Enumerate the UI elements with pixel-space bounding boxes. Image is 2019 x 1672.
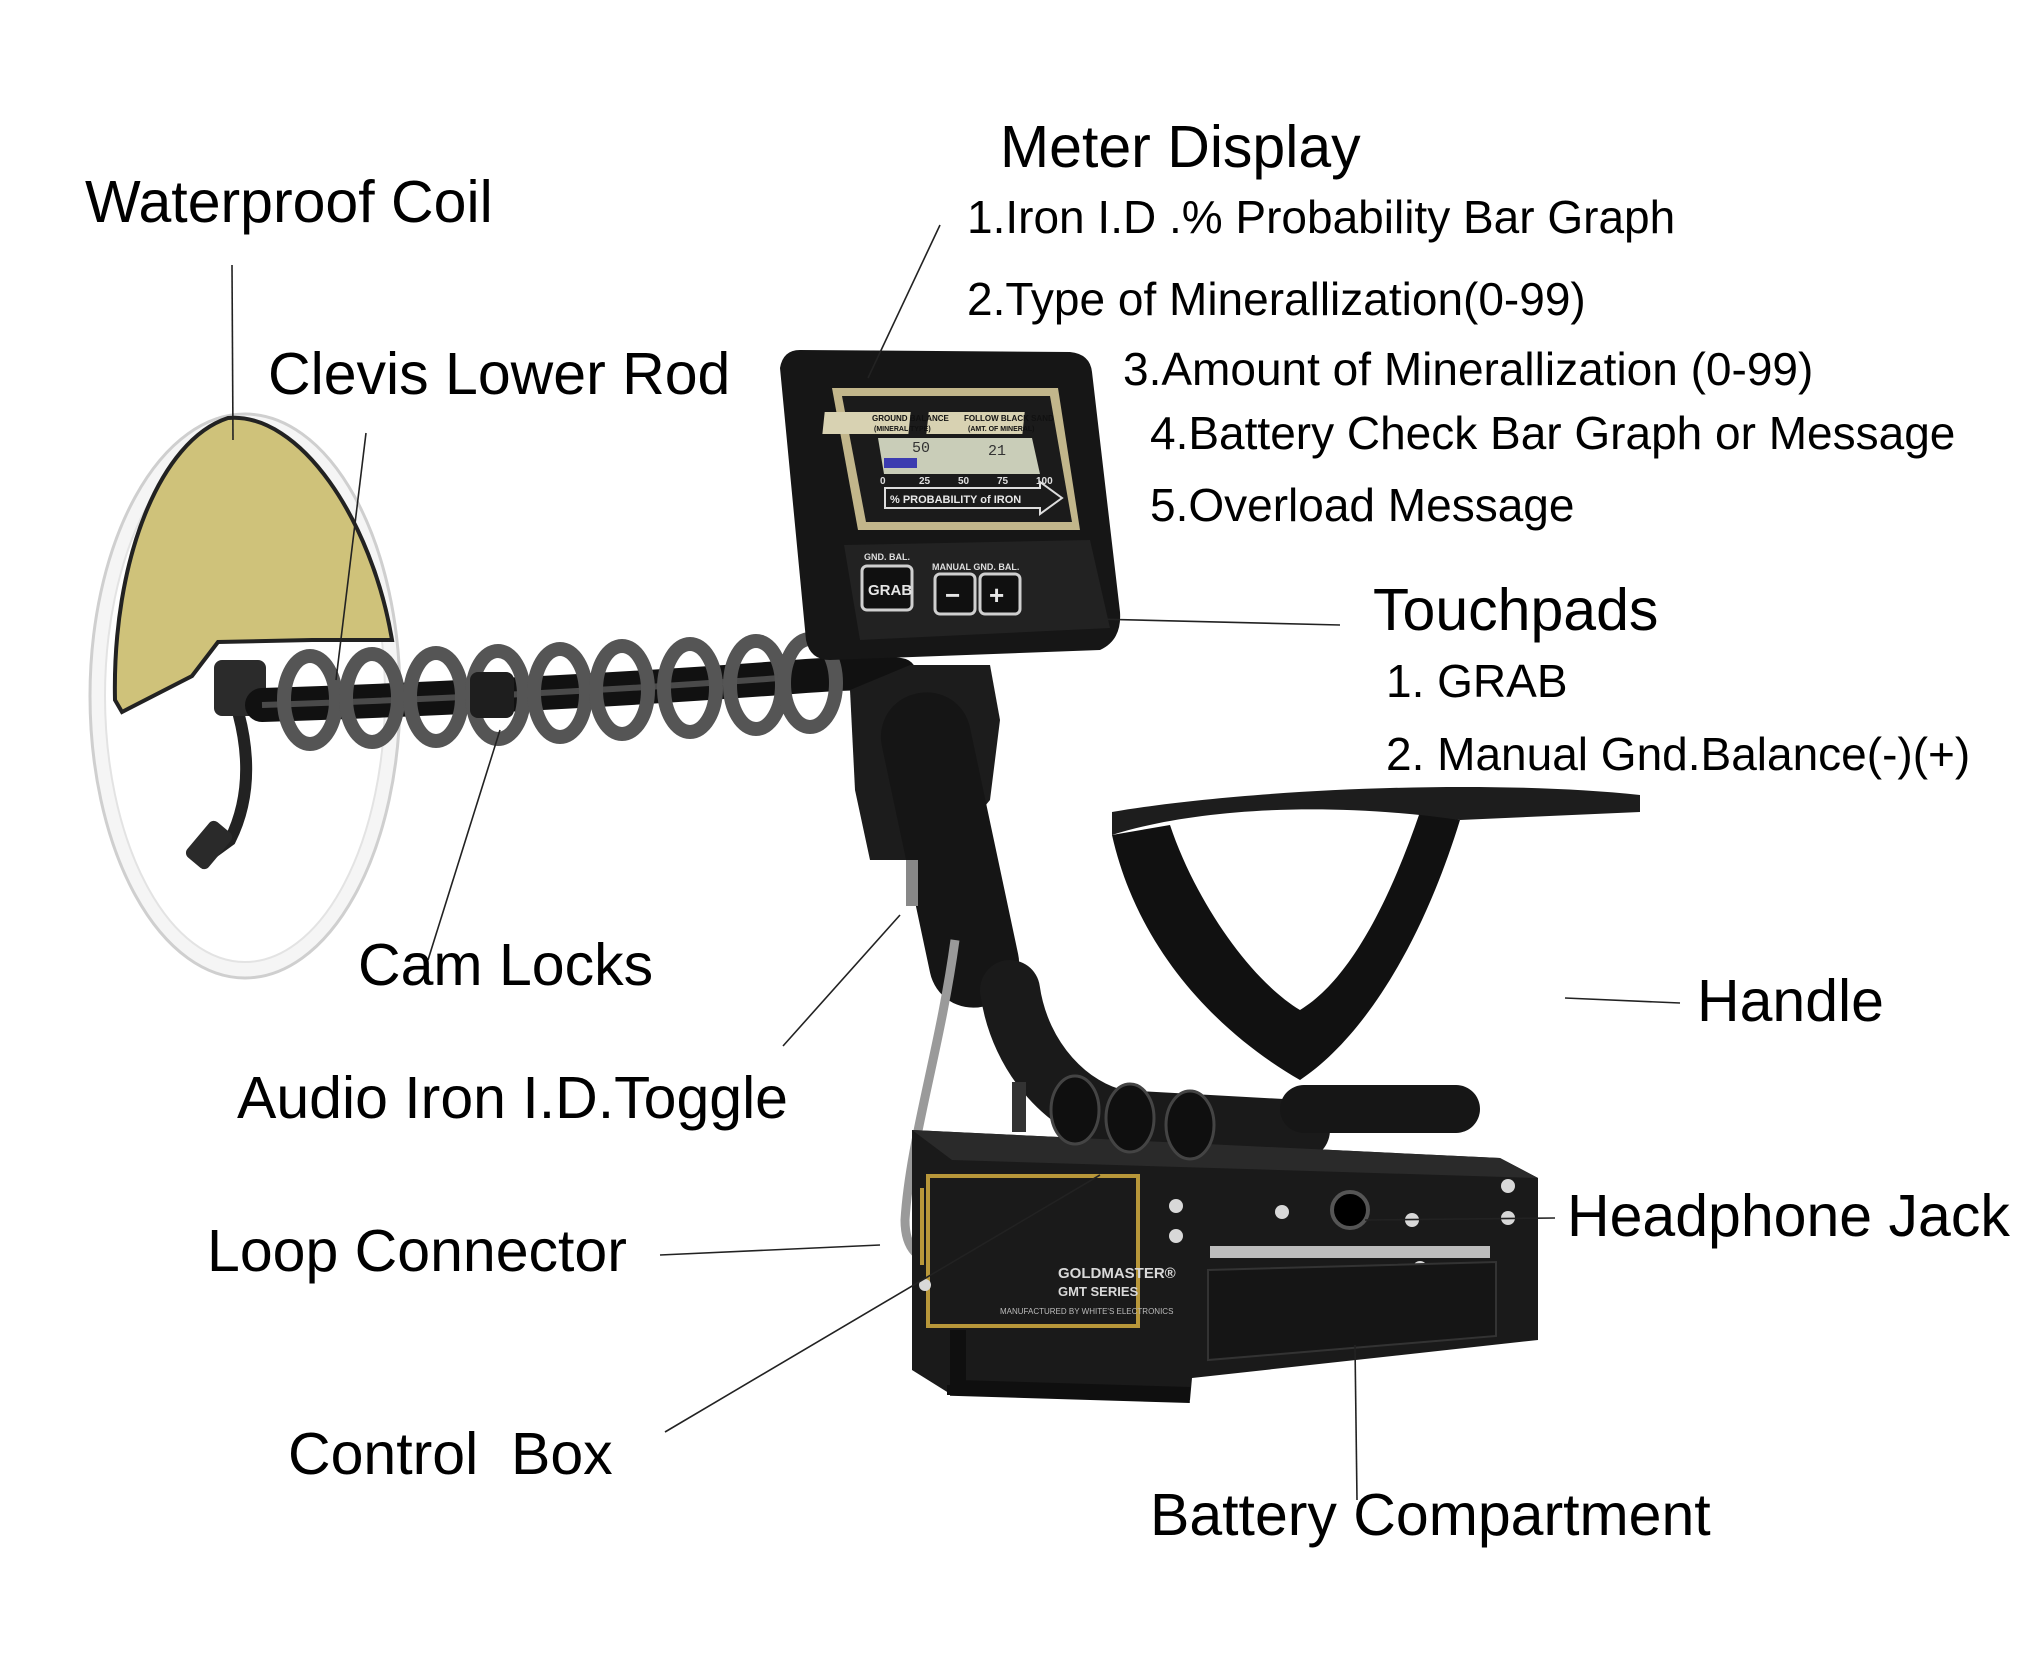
label-audio-iron-id-toggle: Audio Iron I.D.Toggle [237, 1065, 788, 1131]
meter-display-item-4: 4.Battery Check Bar Graph or Message [1150, 407, 1955, 459]
lcd-reading-left: 50 [912, 440, 930, 457]
label-waterproof-coil: Waterproof Coil [85, 169, 493, 235]
search-coil [88, 412, 402, 980]
control-box-body: GOLDMASTER® GMT SERIES MANUFACTURED BY W… [912, 1074, 1538, 1403]
scale-tick-label: 100 [1036, 476, 1053, 487]
label-battery-compartment: Battery Compartment [1150, 1482, 1711, 1548]
grab-touchpad[interactable]: GRAB [860, 564, 914, 612]
touchpads-item-1: 1. GRAB [1386, 655, 1568, 707]
lcd-screen [878, 438, 1040, 474]
label-handle: Handle [1697, 968, 1884, 1034]
shaft [245, 632, 917, 751]
control-box-brand: GOLDMASTER® [1058, 1265, 1176, 1282]
black-sand-header: FOLLOW BLACK SAND [964, 414, 1054, 423]
manual-gnd-bal-label: MANUAL GND. BAL. [932, 562, 1019, 572]
plus-touchpad[interactable]: + [978, 572, 1022, 616]
label-loop-connector: Loop Connector [207, 1218, 627, 1284]
iron-probability-bar [884, 458, 917, 468]
label-cam-locks: Cam Locks [358, 932, 653, 998]
touchpads-item-2: 2. Manual Gnd.Balance(-)(+) [1386, 728, 1970, 780]
label-control-box: Control Box [288, 1421, 613, 1487]
scale-tick-label: 25 [919, 476, 931, 487]
label-touchpads: Touchpads [1373, 577, 1658, 643]
lcd-reading-right: 21 [988, 443, 1006, 460]
arm-cuff [1112, 786, 1640, 1133]
ground-balance-sub: (MINERAL TYPE) [874, 426, 931, 433]
meter-head: GROUND BALANCE (MINERAL TYPE) FOLLOW BLA… [780, 350, 1121, 660]
meter-display-item-5: 5.Overload Message [1150, 479, 1574, 531]
plus-touchpad-label: + [989, 580, 1004, 610]
probability-of-iron-label: % PROBABILITY of IRON [890, 494, 1021, 506]
probability-scale: 0 25 50 75 100 [880, 476, 1053, 487]
label-meter-display: Meter Display [1000, 114, 1361, 180]
control-box-series: GMT SERIES [1058, 1284, 1139, 1299]
meter-display-item-3: 3.Amount of Minerallization (0-99) [1123, 343, 1813, 395]
meter-display-item-2: 2.Type of Minerallization(0-99) [967, 273, 1586, 325]
leader-lines [231, 224, 1681, 1501]
minus-touchpad-label: − [945, 580, 960, 610]
scale-tick-label: 50 [958, 476, 970, 487]
control-box-maker: MANUFACTURED BY WHITE'S ELECTRONICS [1000, 1307, 1173, 1316]
grab-touchpad-label: GRAB [868, 582, 912, 599]
meter-display-item-1: 1.Iron I.D .% Probability Bar Graph [967, 191, 1675, 243]
label-headphone-jack: Headphone Jack [1567, 1183, 2010, 1249]
gnd-bal-label: GND. BAL. [864, 552, 910, 562]
scale-tick-label: 75 [997, 476, 1009, 487]
ground-balance-header: GROUND BALANCE [872, 414, 950, 423]
black-sand-sub: (AMT. OF MINERAL) [968, 426, 1035, 433]
scale-tick-label: 0 [880, 476, 886, 487]
minus-touchpad[interactable]: − [933, 572, 977, 616]
label-clevis-lower-rod: Clevis Lower Rod [268, 341, 730, 407]
